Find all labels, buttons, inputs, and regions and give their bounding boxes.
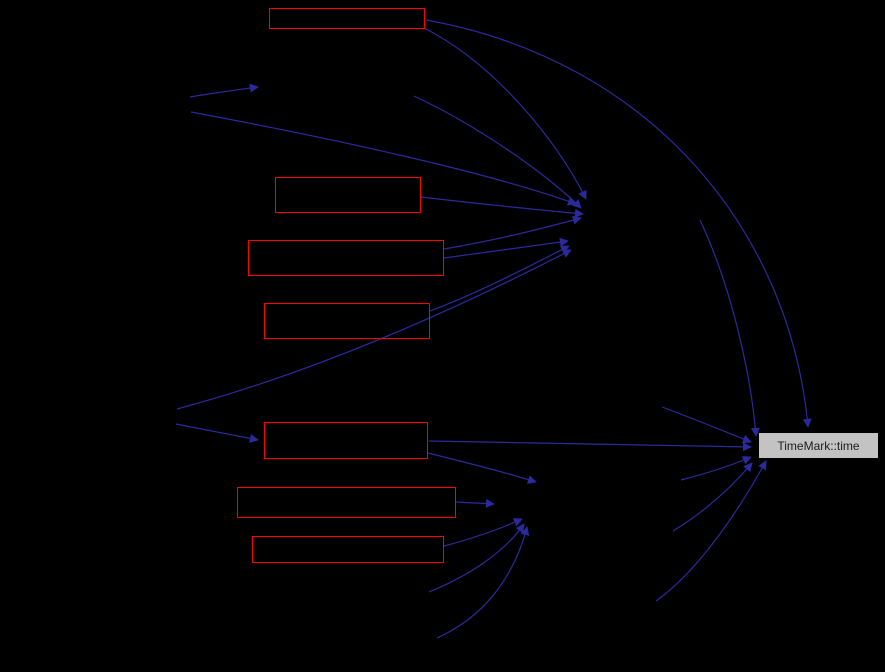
call-edge-7 — [443, 215, 582, 250]
call-edge-8 — [443, 237, 569, 259]
edge-layer — [175, 19, 812, 639]
caller-node-1[interactable] — [269, 8, 425, 29]
call-edge-16 — [428, 523, 525, 593]
call-edge-11 — [175, 423, 259, 443]
call-edge-21 — [672, 462, 753, 532]
caller-node-2[interactable] — [275, 177, 421, 213]
call-edge-13 — [427, 452, 537, 484]
call-edge-5 — [413, 95, 582, 209]
call-edge-17 — [436, 526, 530, 639]
call-edge-6 — [420, 196, 584, 218]
focus-node-label: TimeMark::time — [777, 438, 860, 453]
caller-node-3[interactable] — [248, 240, 444, 276]
call-edge-3 — [189, 83, 259, 98]
caller-node-7[interactable] — [252, 536, 444, 563]
caller-node-5[interactable] — [264, 422, 428, 459]
call-edge-4 — [190, 111, 577, 206]
call-edge-19 — [661, 406, 752, 444]
call-edge-18 — [699, 219, 760, 437]
call-edge-12 — [428, 440, 752, 452]
call-edge-14 — [455, 498, 495, 508]
call-edge-15 — [443, 518, 523, 547]
call-edge-10 — [176, 249, 572, 410]
call-edge-9 — [429, 245, 570, 312]
focus-node-timemark-time: TimeMark::time — [758, 432, 879, 459]
call-edge-22 — [655, 460, 767, 602]
call-edge-1 — [423, 27, 587, 200]
call-edge-20 — [680, 456, 752, 481]
caller-node-4[interactable] — [264, 303, 430, 339]
call-edge-2 — [425, 19, 812, 428]
caller-node-6[interactable] — [237, 487, 456, 518]
